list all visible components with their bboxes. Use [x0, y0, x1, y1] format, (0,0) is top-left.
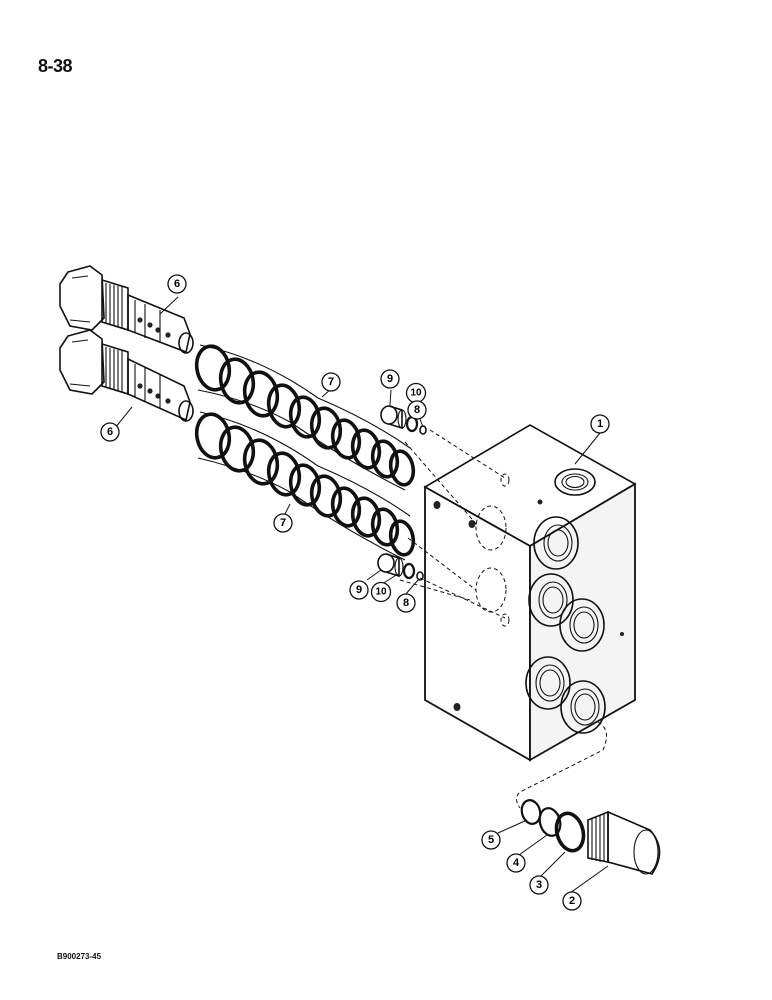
callout-2: 2 [562, 891, 582, 911]
mounting-hole [468, 520, 476, 528]
figure-code: B900273-45 [57, 952, 102, 961]
mounting-hole [433, 501, 441, 509]
svg-text:8: 8 [403, 597, 409, 609]
top-port [554, 468, 596, 496]
svg-text:1: 1 [597, 418, 603, 430]
svg-text:3: 3 [536, 879, 542, 891]
callout-9-upper: 9 [380, 369, 400, 389]
mounting-hole [453, 703, 461, 711]
seal-kit-lower [194, 411, 416, 561]
callout-5: 5 [481, 830, 501, 850]
svg-text:4: 4 [513, 857, 520, 869]
callout-7-upper: 7 [321, 372, 341, 392]
svg-text:10: 10 [410, 388, 422, 399]
side-ports [525, 516, 606, 734]
hidden-bore-upper [475, 505, 507, 551]
seal-kit-upper [194, 344, 416, 491]
callout-10-upper: 10 [405, 382, 427, 404]
svg-text:7: 7 [328, 376, 334, 388]
plug-9-upper [380, 405, 398, 425]
ring-5 [520, 799, 542, 825]
callout-8-upper: 8 [407, 400, 427, 420]
svg-text:5: 5 [488, 834, 494, 846]
svg-text:9: 9 [387, 373, 393, 385]
callout-6-upper: 6 [167, 274, 187, 294]
svg-text:7: 7 [280, 517, 286, 529]
port-plug-assembly [520, 799, 661, 875]
callout-leaders [114, 296, 609, 894]
callout-1: 1 [590, 414, 610, 434]
svg-text:9: 9 [356, 584, 362, 596]
plug-assembly-lower [377, 553, 424, 581]
valve-block-side-face [529, 482, 636, 762]
svg-text:6: 6 [107, 426, 113, 438]
plug-assembly-upper [380, 405, 427, 435]
svg-text:2: 2 [569, 895, 575, 907]
callout-7-lower: 7 [273, 513, 293, 533]
callout-10-lower: 10 [370, 581, 392, 603]
ring-3 [554, 811, 586, 853]
callout-4: 4 [506, 853, 526, 873]
callout-6-lower: 6 [100, 422, 120, 442]
o-ring-10-lower [402, 562, 416, 580]
cartridge-valve-upper [59, 265, 194, 354]
svg-text:10: 10 [375, 587, 387, 598]
port-to-plug-line [516, 721, 608, 809]
plug-8-lower [416, 571, 424, 581]
valve-block [423, 424, 637, 762]
alignment-lines [399, 429, 608, 809]
plug-2-head [607, 810, 661, 875]
callout-8-lower: 8 [396, 593, 416, 613]
callout-3: 3 [529, 875, 549, 895]
plug-8-upper [419, 425, 427, 435]
page-number: 8-38 [38, 56, 73, 76]
cartridge-valve-lower [59, 329, 194, 422]
svg-text:8: 8 [414, 404, 420, 416]
callout-9-lower: 9 [349, 580, 369, 600]
plug-9-lower [377, 553, 395, 573]
svg-text:6: 6 [174, 278, 180, 290]
